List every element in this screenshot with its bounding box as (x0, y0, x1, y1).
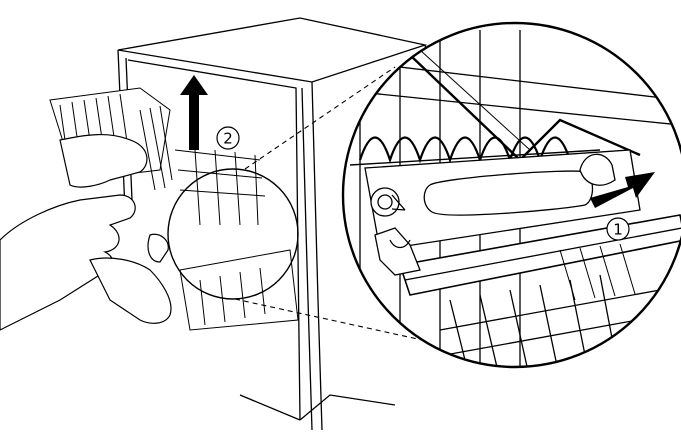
lower-rack (179, 249, 299, 331)
magnified-detail (341, 21, 681, 369)
dishwasher-cabinet (117, 17, 429, 431)
hands (0, 133, 172, 331)
arrow-right-icon (590, 172, 655, 208)
step-1-marker: 1 (606, 217, 630, 241)
detail-circle-small (167, 168, 299, 300)
step-2-marker: 2 (216, 126, 240, 150)
zoom-guide-lines (234, 66, 446, 346)
arrow-up-icon (180, 75, 208, 150)
step-2-label: 2 (223, 130, 233, 148)
step-1-label: 1 (613, 221, 623, 239)
